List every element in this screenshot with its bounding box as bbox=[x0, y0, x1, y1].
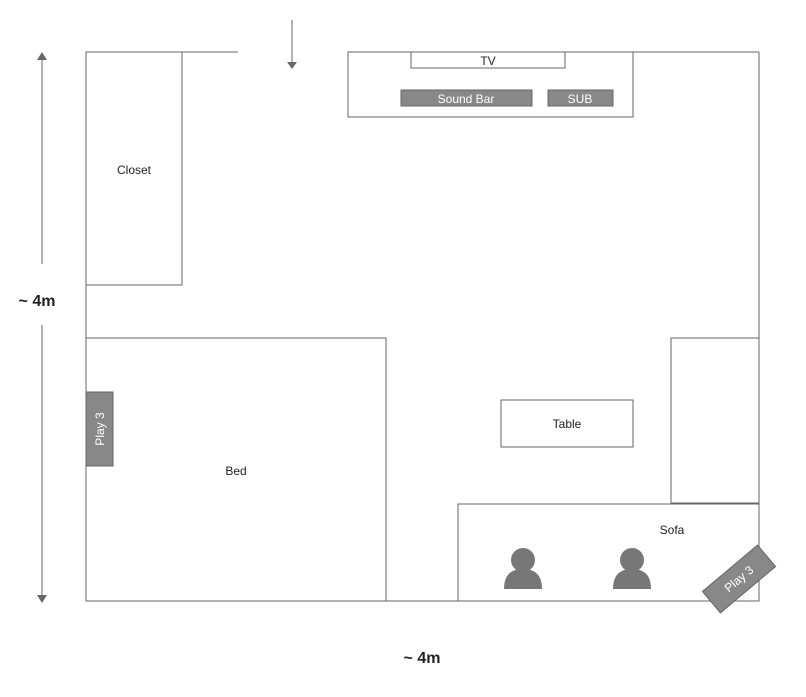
person-icon bbox=[613, 548, 651, 589]
sofa-side-section bbox=[670, 337, 760, 504]
bed-label: Bed bbox=[225, 464, 246, 478]
tv bbox=[410, 51, 566, 69]
closet-label: Closet bbox=[117, 163, 152, 177]
width-label: ~ 4m bbox=[404, 650, 441, 667]
sub-label: SUB bbox=[568, 92, 593, 106]
person-icon bbox=[504, 548, 542, 589]
subwoofer bbox=[547, 89, 614, 107]
sound-bar-label: Sound Bar bbox=[438, 92, 495, 106]
sound-bar bbox=[400, 89, 533, 107]
table-label: Table bbox=[553, 417, 582, 431]
height-dimension-arrow bbox=[37, 52, 47, 603]
speaker-left-label: Play 3 bbox=[93, 412, 107, 446]
tv-label: TV bbox=[480, 54, 495, 68]
closet bbox=[85, 51, 183, 286]
door-entry-arrow bbox=[287, 20, 297, 69]
speaker-left: Play 3 bbox=[85, 391, 114, 467]
height-label: ~ 4m bbox=[19, 293, 56, 310]
sofa-label: Sofa bbox=[660, 523, 685, 537]
bed bbox=[85, 337, 387, 602]
table bbox=[500, 399, 634, 448]
